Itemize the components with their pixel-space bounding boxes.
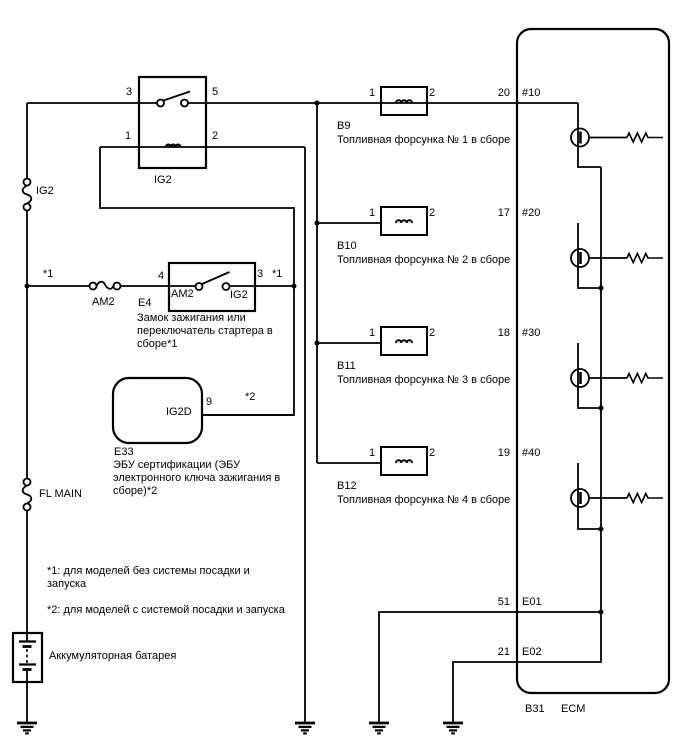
injector4-pin1-label: 1 <box>369 447 376 459</box>
relay-pin-5-label: 5 <box>212 86 219 98</box>
asterisk2-label: *2 <box>245 391 256 403</box>
ecm-pin-40-name-label: #40 <box>522 447 541 459</box>
relay-pin-1-label: 1 <box>125 130 132 142</box>
ignition-switch-symbol <box>167 261 257 313</box>
ecm-ground-wires <box>378 167 602 723</box>
injector2-pin1-label: 1 <box>369 207 376 219</box>
switch-contact-ig2-label: IG2 <box>230 289 248 301</box>
cert-ecu-symbol <box>111 376 294 445</box>
battery-symbol <box>11 631 44 684</box>
fuse-ig2-symbol <box>21 177 33 212</box>
footnote-star2: *2: для моделей с системой посадки и зап… <box>47 604 285 616</box>
am2-row-wire <box>27 280 294 291</box>
relay-coil-feed-wire <box>99 147 295 416</box>
battery-label: Аккумуляторная батарея <box>49 650 177 662</box>
junction-dots <box>24 100 604 615</box>
injector3-code-label: B11 <box>337 360 356 372</box>
switch-pin-3-label: 3 <box>257 268 264 280</box>
injector2-pin2-label: 2 <box>429 207 436 219</box>
certecu-terminal-label: IG2D <box>166 406 192 418</box>
ecm-pin-18-label: 18 <box>497 327 510 339</box>
injector4-code-label: B12 <box>337 480 357 492</box>
injector1-pin2-label: 2 <box>429 87 436 99</box>
certecu-code-label: E33 <box>114 446 134 458</box>
relay-name-label: IG2 <box>154 174 172 186</box>
injector3-pin1-label: 1 <box>369 327 376 339</box>
ecm-pin-20name-label: #20 <box>522 207 541 219</box>
asterisk1-right-label: *1 <box>272 268 283 280</box>
switch-code-label: E4 <box>138 297 152 309</box>
injector3-description: Топливная форсунка № 3 в сборе <box>337 374 511 386</box>
injector1-code-label: B9 <box>337 120 351 132</box>
fusible-link-fl-main-symbol <box>21 477 33 512</box>
injector1-description: Топливная форсунка № 1 в сборе <box>337 134 511 146</box>
ecm-pin-30-name-label: #30 <box>522 327 541 339</box>
injector2-code-label: B10 <box>337 240 357 252</box>
injector-symbols <box>380 86 428 476</box>
injector2-description: Топливная форсунка № 2 в сборе <box>337 254 511 266</box>
ecm-driver-transistors <box>570 103 663 530</box>
relay-pin-2-label: 2 <box>212 130 219 142</box>
injector4-pin2-label: 2 <box>429 447 436 459</box>
ground-symbol <box>441 721 465 735</box>
ecm-pin-17-label: 17 <box>497 207 510 219</box>
injector4-description: Топливная форсунка № 4 в сборе <box>337 494 511 506</box>
relay-ig2-symbol <box>100 75 305 170</box>
ground-symbol <box>15 721 39 735</box>
ecm-code-label: B31 <box>525 703 545 715</box>
relay-pin-3-label: 3 <box>126 86 133 98</box>
ecm-pin-e01-name-label: E01 <box>522 596 542 608</box>
fuse-am2-label: AM2 <box>92 296 115 308</box>
switch-contact-am2-label: AM2 <box>171 288 194 300</box>
injector3-pin2-label: 2 <box>429 327 436 339</box>
certecu-pin-9-label: 9 <box>206 396 213 408</box>
fusible-link-fl-main-label: FL MAIN <box>39 488 82 500</box>
fuse-ig2-label: IG2 <box>36 185 54 197</box>
ground-symbol <box>367 721 391 735</box>
switch-pin-4-label: 4 <box>158 270 165 282</box>
certecu-description: ЭБУ сертификации (ЭБУ электронного ключа… <box>113 459 281 497</box>
asterisk1-left-label: *1 <box>43 268 54 280</box>
injector1-pin1-label: 1 <box>369 87 376 99</box>
top-feed-wire <box>27 102 578 464</box>
ecm-pin-19-label: 19 <box>497 447 510 459</box>
footnote-star1: *1: для моделей без системы посадки и за… <box>47 565 250 590</box>
ecm-name-label: ECM <box>561 703 586 715</box>
ground-symbol <box>293 721 317 735</box>
ecm-pin-10-name-label: #10 <box>522 87 541 99</box>
ecm-pin-21-label: 21 <box>497 646 510 658</box>
ecm-pin-20-label: 20 <box>497 87 510 99</box>
ecm-pin-e02-name-label: E02 <box>522 646 542 658</box>
ecm-pin-51-label: 51 <box>497 596 510 608</box>
switch-description: Замок зажигания или переключатель старте… <box>137 312 273 350</box>
ecm-box <box>515 27 671 695</box>
